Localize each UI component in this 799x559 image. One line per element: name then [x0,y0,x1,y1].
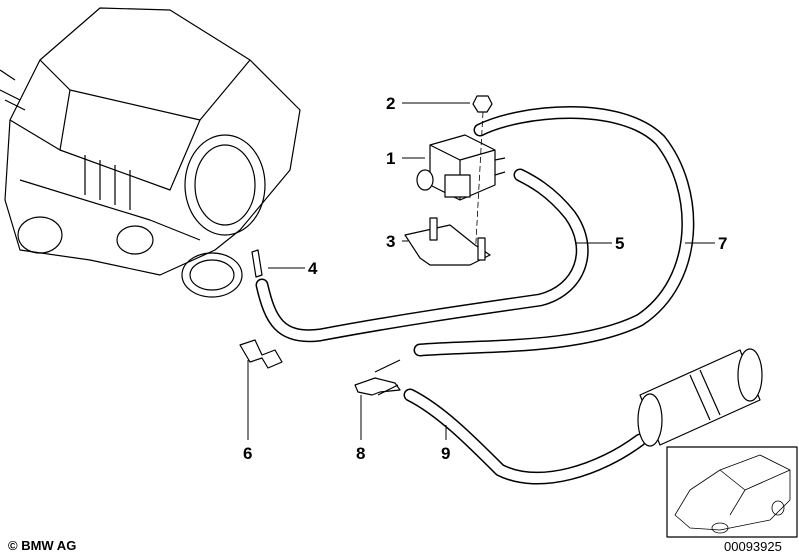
diagram-number: 00093925 [724,539,782,554]
bracket-3 [404,217,491,266]
callout-7: 7 [718,234,728,253]
vehicle-thumbnail [674,454,791,534]
copyright-label: © BMW AG [8,538,77,553]
t-piece-8 [354,377,401,396]
callout-1: 1 [386,149,396,168]
callout-6: 6 [243,444,253,463]
callout-8: 8 [356,444,366,463]
callout-4: 4 [308,259,318,278]
callout-3: 3 [386,232,396,251]
callout-9: 9 [441,444,451,463]
activated-charcoal-filter [637,348,763,447]
vehicle-thumbnail-frame [666,446,798,538]
air-filter-housing [0,7,301,298]
leader-lines [247,102,715,440]
pressure-converter-valve [416,134,506,201]
clip-6 [239,339,283,369]
nut-2 [472,95,493,113]
connector-4 [251,249,263,278]
callout-2: 2 [386,94,396,113]
callout-5: 5 [615,234,625,253]
